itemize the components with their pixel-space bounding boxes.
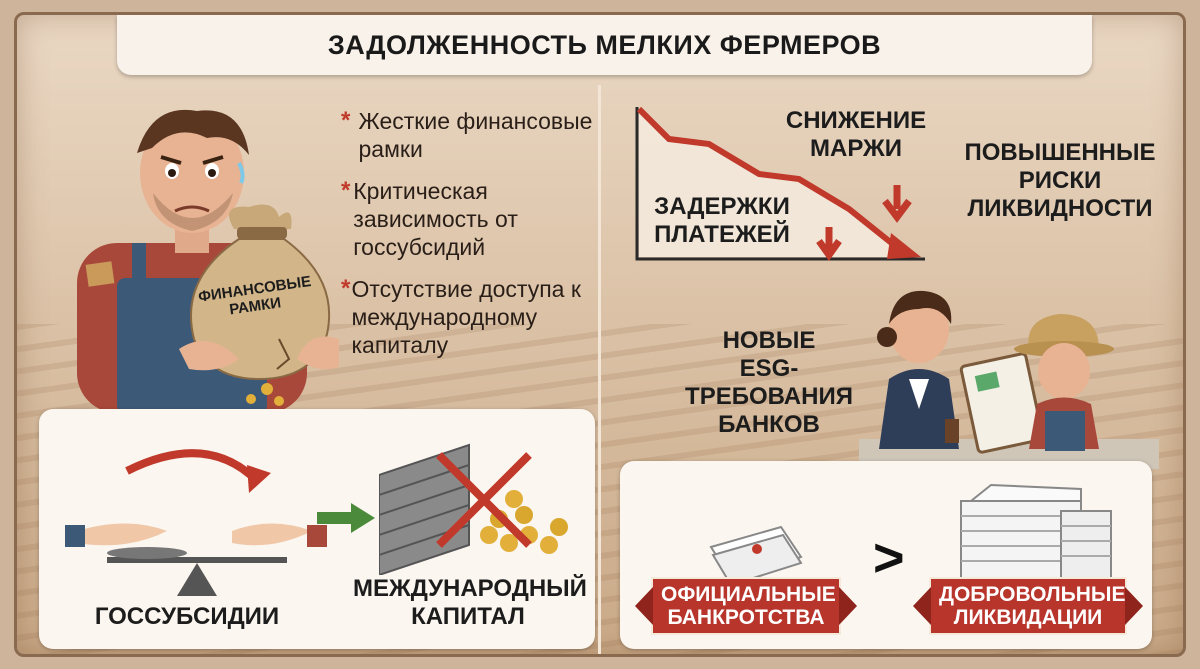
farmer-hat	[1028, 314, 1099, 349]
receiving-hand-icon	[232, 523, 312, 546]
star-icon: *	[341, 177, 351, 204]
list-item: * Отсутствие доступа к международному ка…	[341, 275, 581, 358]
farmer-hair	[137, 109, 249, 155]
bag-body	[190, 238, 331, 381]
subsidies-scale-illustration	[65, 449, 327, 596]
trend-line	[636, 106, 901, 252]
brick-wall-illustration	[379, 443, 568, 575]
scale-base	[177, 563, 217, 596]
red-cross-icon	[436, 452, 532, 548]
shirt-patch	[85, 261, 115, 287]
list-item: * Критическая зависимость от госсубсидий	[341, 177, 518, 260]
down-arrow-icon	[816, 227, 842, 262]
small-farmer-face	[1038, 343, 1090, 399]
greater-than-symbol: >	[873, 528, 905, 588]
farmer-hand-left	[179, 341, 239, 371]
farmer-hand-right	[297, 336, 339, 370]
list-item: * Жесткие финансовые рамки	[341, 107, 593, 162]
liquidity-risk-label: ПОВЫШЕННЫЕ РИСКИ ЛИКВИДНОСТИ	[964, 139, 1156, 222]
stamp-icon	[945, 419, 959, 443]
esg-label: НОВЫЕ ESG-ТРЕБОВАНИЯ БАНКОВ	[685, 327, 853, 438]
small-paper-stack-icon	[709, 525, 803, 587]
declining-trend-chart	[635, 106, 925, 262]
star-icon: *	[341, 275, 351, 302]
curved-arrow-icon	[125, 449, 260, 484]
large-paper-stack-icon	[960, 483, 1112, 582]
green-arrow-icon	[317, 503, 375, 533]
page-title: ЗАДОЛЖЕННОСТЬ МЕЛКИХ ФЕРМЕРОВ	[327, 29, 882, 60]
down-arrow-icon	[882, 185, 912, 223]
money-bag-illustration	[179, 204, 339, 406]
delays-label: ЗАДЕРЖКИ ПЛАТЕЖЕЙ	[654, 193, 790, 248]
official-bankruptcies-ribbon: ОФИЦИАЛЬНЫЕ БАНКРОТСТВА	[635, 577, 857, 635]
title-banner: ЗАДОЛЖЕННОСТЬ МЕЛКИХ ФЕРМЕРОВ	[117, 15, 1092, 75]
banker-face	[889, 295, 949, 363]
sweat-drop-icon	[237, 162, 245, 184]
capital-label: МЕЖДУНАРОДНЫЙ КАПИТАЛ	[353, 575, 587, 630]
voluntary-liquidations-ribbon: ДОБРОВОЛЬНЫЕ ЛИКВИДАЦИИ	[913, 577, 1143, 635]
giving-hand-icon	[77, 523, 167, 546]
banker-and-farmer-illustration	[859, 290, 1159, 469]
star-icon: *	[341, 107, 351, 134]
bag-rope	[237, 227, 287, 239]
section-divider	[598, 85, 601, 654]
farmer-face	[140, 113, 244, 233]
subsidies-label: ГОССУБСИДИИ	[94, 603, 280, 630]
problem-list: * Жесткие финансовые рамки * Критическая…	[341, 107, 601, 373]
margin-label: СНИЖЕНИЕ МАРЖИ	[785, 107, 927, 162]
scale-beam	[107, 557, 287, 563]
infographic-frame: ЗАДОЛЖЕННОСТЬ МЕЛКИХ ФЕРМЕРОВ ФИНАНСОВЫЕ…	[14, 12, 1186, 657]
